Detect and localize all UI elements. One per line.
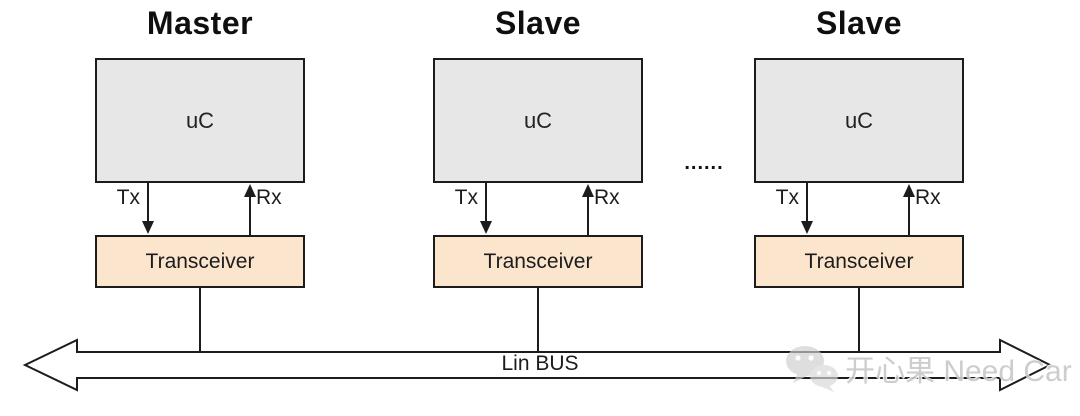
- bus-label: Lin BUS: [501, 352, 579, 375]
- tx-rx-arrows: [801, 183, 915, 235]
- bus-connector-line: [537, 288, 539, 352]
- rx-label: Rx: [915, 186, 941, 209]
- tx-rx-arrows: [480, 183, 594, 235]
- tx-arrow-down-icon: [801, 221, 813, 234]
- node-title: Master: [146, 5, 254, 41]
- tx-label: Tx: [454, 186, 478, 209]
- node-title: Slave: [494, 5, 582, 41]
- tx-label: Tx: [775, 186, 799, 209]
- tx-arrow-down-icon: [142, 221, 154, 234]
- uc-label: uC: [185, 107, 215, 133]
- tx-rx-arrows: [142, 183, 256, 235]
- bus-connector-line: [199, 288, 201, 352]
- watermark: 开心果 Need Car: [784, 342, 1072, 394]
- uc-box: uC: [95, 58, 305, 183]
- uc-box: uC: [433, 58, 643, 183]
- rx-label: Rx: [594, 186, 620, 209]
- transceiver-label: Transceiver: [804, 249, 914, 273]
- more-nodes-ellipsis: ......: [684, 152, 724, 174]
- rx-arrow-up-icon: [582, 184, 594, 197]
- transceiver-label: Transceiver: [483, 249, 593, 273]
- tx-label: Tx: [116, 186, 140, 209]
- uc-label: uC: [523, 107, 553, 133]
- watermark-text: 开心果 Need Car: [845, 355, 1072, 388]
- transceiver-label: Transceiver: [145, 249, 255, 273]
- transceiver-box: Transceiver: [433, 235, 643, 288]
- rx-label: Rx: [256, 186, 282, 209]
- tx-arrow-down-icon: [480, 221, 492, 234]
- node-title: Slave: [815, 5, 903, 41]
- bus-connector-line: [858, 288, 860, 352]
- rx-arrow-up-icon: [903, 184, 915, 197]
- uc-label: uC: [844, 107, 874, 133]
- uc-box: uC: [754, 58, 964, 183]
- rx-arrow-up-icon: [244, 184, 256, 197]
- transceiver-box: Transceiver: [95, 235, 305, 288]
- transceiver-box: Transceiver: [754, 235, 964, 288]
- node-master: Master uC Tx Rx Transceiver: [95, 0, 305, 352]
- node-slave-2: Slave uC Tx Rx Transceiver: [754, 0, 964, 352]
- node-slave-1: Slave uC Tx Rx Transceiver: [433, 0, 643, 352]
- wechat-icon: [786, 346, 838, 392]
